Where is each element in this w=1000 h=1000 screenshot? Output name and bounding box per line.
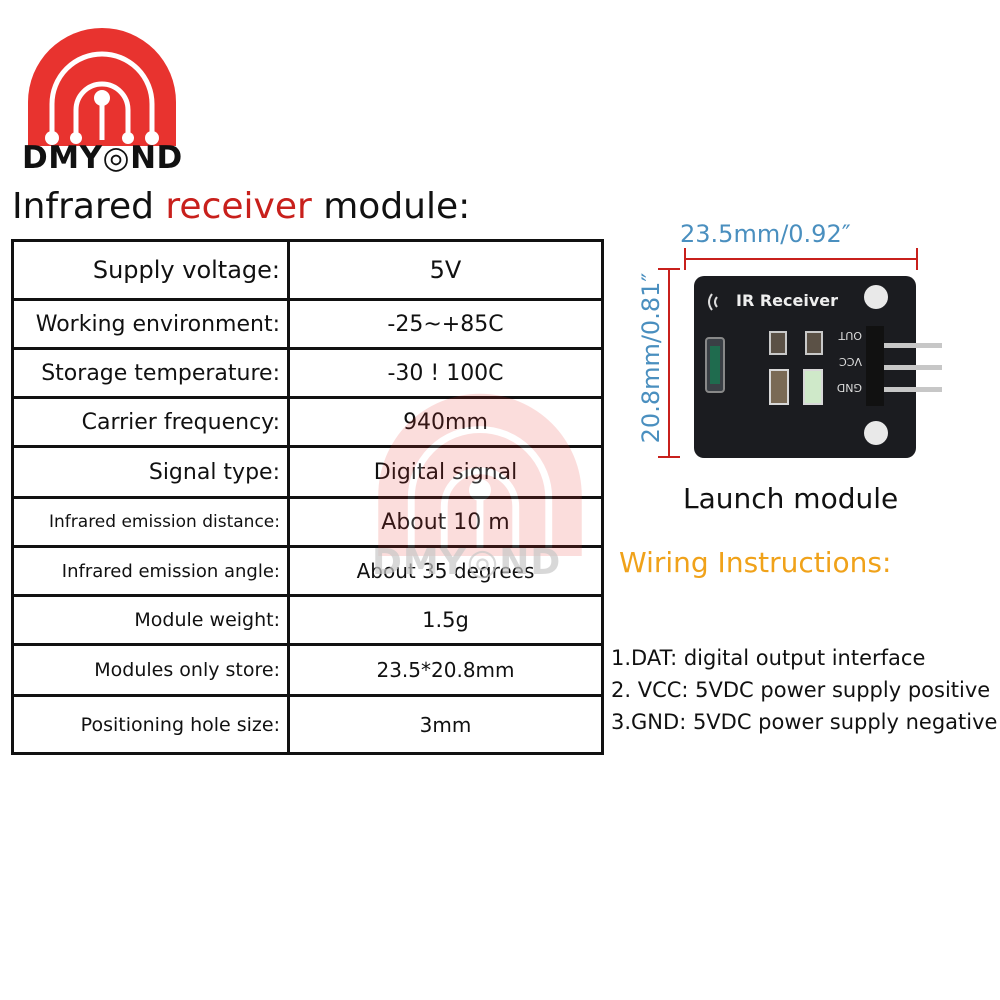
title-part-1: Infrared (12, 186, 166, 227)
watermark-text: DMY◎ND (372, 542, 562, 583)
pin-label-gnd: GND (837, 381, 862, 394)
spec-value: About 10 m (287, 496, 604, 548)
page-title: Infrared receiver module: (12, 186, 470, 227)
wiring-item: 2. VCC: 5VDC power supply positive (611, 678, 991, 702)
spec-row: Infrared emission distance: About 10 m (11, 496, 604, 548)
spec-value: 5V (287, 239, 604, 301)
spec-label: Positioning hole size: (11, 694, 290, 755)
spec-value: 3mm (287, 694, 604, 755)
spec-row: Signal type: Digital signal (11, 445, 604, 499)
spec-row: Storage temperature: -30 ! 100C (11, 347, 604, 399)
spec-label: Carrier frequency: (11, 396, 290, 448)
dimension-cap (916, 248, 918, 270)
height-dimension-line (668, 268, 670, 458)
title-highlight: receiver (165, 186, 312, 227)
dimension-cap (658, 456, 680, 458)
board-label: IR Receiver (736, 291, 838, 310)
spec-value: 23.5*20.8mm (287, 643, 604, 697)
dimension-cap (658, 268, 680, 270)
title-part-3: module: (311, 186, 471, 227)
spec-value: 940mm (287, 396, 604, 448)
dimension-cap (684, 248, 686, 270)
spec-label: Modules only store: (11, 643, 290, 697)
width-dimension-line (685, 258, 917, 260)
height-dimension: 20.8mm/0.81″ (637, 272, 665, 444)
spec-value: -25~+85C (287, 298, 604, 350)
spec-table: Supply voltage: 5V Working environment: … (11, 239, 604, 755)
spec-label: Supply voltage: (11, 239, 290, 301)
spec-row: Positioning hole size: 3mm (11, 694, 604, 755)
pin-label-out: OUT (838, 329, 862, 342)
spec-row: Working environment: -25~+85C (11, 298, 604, 350)
ir-receiver-board: IR Receiver OUT VCC GND (694, 276, 942, 458)
wiring-item: 1.DAT: digital output interface (611, 646, 926, 670)
wiring-title: Wiring Instructions: (619, 546, 892, 579)
spec-row: Module weight: 1.5g (11, 594, 604, 646)
spec-value: Digital signal (287, 445, 604, 499)
width-dimension: 23.5mm/0.92″ (680, 220, 851, 248)
spec-label: Signal type: (11, 445, 290, 499)
spec-row: Infrared emission angle: About 35 degree… (11, 545, 604, 597)
spec-label: Working environment: (11, 298, 290, 350)
spec-value: 1.5g (287, 594, 604, 646)
spec-value: About 35 degrees (287, 545, 604, 597)
spec-label: Module weight: (11, 594, 290, 646)
brand-logo (28, 28, 176, 146)
spec-label: Infrared emission angle: (11, 545, 290, 597)
brand-name: DMY◎ND (22, 140, 183, 176)
spec-label: Infrared emission distance: (11, 496, 290, 548)
spec-value: -30 ! 100C (287, 347, 604, 399)
spec-row: Carrier frequency: 940mm (11, 396, 604, 448)
spec-label: Storage temperature: (11, 347, 290, 399)
pin-label-vcc: VCC (839, 355, 862, 368)
spec-row: Modules only store: 23.5*20.8mm (11, 643, 604, 697)
spec-row: Supply voltage: 5V (11, 239, 604, 301)
product-caption: Launch module (683, 482, 899, 515)
wiring-item: 3.GND: 5VDC power supply negative (611, 710, 998, 734)
